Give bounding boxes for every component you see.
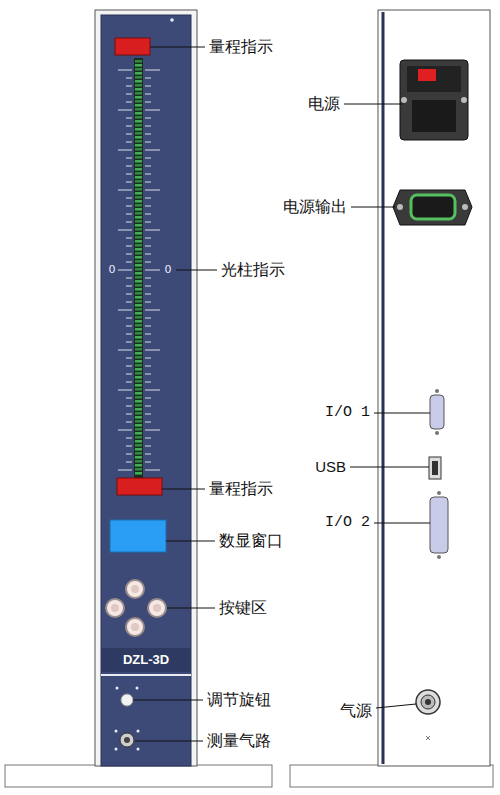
part-label: 按键区 [219, 599, 267, 617]
part-label: 调节旋钮 [207, 691, 271, 709]
light-bar [134, 58, 143, 478]
part-label: 数显窗口 [219, 532, 283, 550]
range-indicator [115, 38, 150, 55]
part-label: 气源 [340, 702, 372, 720]
power-outlet [393, 190, 472, 225]
leader-lines [133, 47, 217, 741]
io2-connector [430, 491, 448, 559]
part-label: 测量气路 [207, 732, 271, 750]
model-name: DZL-3D [123, 653, 169, 667]
range-indicator [117, 478, 162, 495]
measure-air-port [115, 730, 140, 751]
part-label: 量程指示 [209, 38, 273, 56]
port-label: I/O 1 [325, 405, 370, 422]
bar-scale [118, 70, 160, 470]
screw-dot [170, 18, 174, 22]
adjust-knob [116, 687, 139, 707]
scale-number: 0 [165, 264, 172, 276]
front-housing [95, 10, 197, 766]
part-label: 光柱指示 [221, 261, 285, 279]
part-label: 量程指示 [209, 480, 273, 498]
scale-number: 0 [109, 264, 116, 276]
usb-port [429, 457, 441, 479]
keypad [106, 580, 166, 636]
back-housing [378, 10, 490, 766]
model-band [101, 648, 191, 672]
base-plate [290, 765, 493, 787]
bar-segments [135, 60, 142, 475]
part-label: 电源输出 [283, 198, 347, 216]
power-inlet [400, 60, 468, 140]
base-plate [5, 765, 272, 787]
port-label: I/O 2 [325, 515, 370, 532]
air-supply-port [416, 690, 440, 740]
part-label: 电源 [308, 95, 340, 113]
front-panel [101, 15, 191, 766]
io1-connector [430, 389, 444, 435]
digital-display [110, 520, 166, 552]
back-edge [382, 12, 385, 764]
port-label: USB [315, 459, 346, 476]
divider [101, 674, 191, 676]
